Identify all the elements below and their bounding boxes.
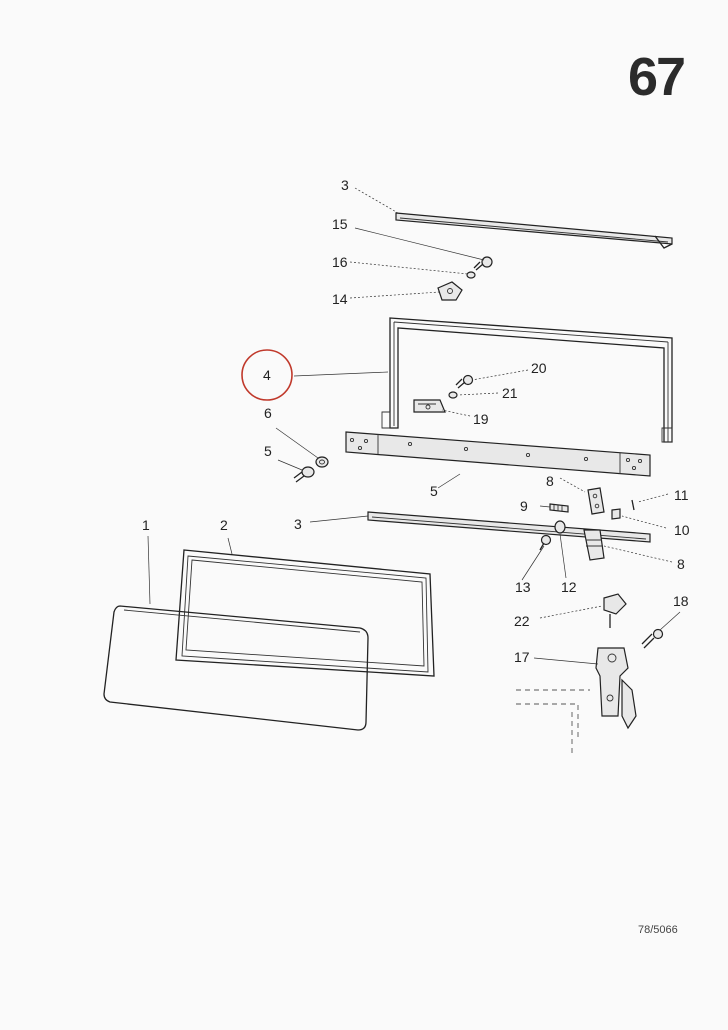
callout-7: 6 [264, 405, 272, 421]
part-1-panel [103, 605, 369, 731]
part-13-bushing [554, 520, 566, 534]
part-16-screw [473, 256, 493, 271]
part-15-bracket [437, 281, 463, 301]
part-4-frame [381, 317, 673, 443]
part-6-screw [293, 466, 315, 483]
callout-21: 20 [531, 360, 547, 376]
page-number: 67 [628, 47, 686, 107]
callout-8: 8 [677, 556, 685, 572]
callout-13: 12 [561, 579, 577, 595]
part-9-hinge-plate [587, 487, 605, 515]
part-21-screw [455, 374, 474, 389]
leader-2 [227, 537, 233, 555]
callout-3-lower: 3 [294, 516, 302, 532]
part-22-washer [448, 391, 458, 399]
leader-3-lower [309, 515, 369, 523]
part-3-top-trim-strip [395, 212, 673, 249]
leader-19 [659, 611, 681, 631]
callout-5: 5 [430, 483, 438, 499]
part-19-screw [641, 628, 664, 649]
leader-4 [293, 371, 389, 377]
part-11-clip [611, 508, 621, 520]
callout-4-highlight-circle [241, 349, 293, 401]
callout-1: 1 [142, 517, 150, 533]
leader-1 [147, 535, 151, 605]
mounting-outline-dashed [516, 689, 590, 756]
callout-12: 11 [674, 487, 689, 503]
part-23-striker [603, 593, 627, 628]
leader-3-top [354, 187, 399, 214]
callout-2: 2 [220, 517, 228, 533]
leader-8 [603, 545, 673, 563]
leader-17 [349, 261, 469, 275]
part-12-split-pin [631, 499, 635, 511]
leader-7 [275, 427, 319, 459]
part-17-washer [466, 271, 476, 279]
part-3-lower-trim-strip [367, 511, 651, 543]
leader-12 [637, 493, 669, 503]
leader-16 [354, 227, 485, 261]
leader-23 [539, 605, 603, 619]
callout-15: 14 [332, 291, 348, 307]
leader-15 [349, 291, 441, 299]
leader-9 [559, 477, 586, 493]
callout-14: 13 [515, 579, 531, 595]
callout-18: 17 [514, 649, 530, 665]
part-14-screw [539, 534, 552, 551]
leader-5 [437, 473, 461, 489]
leader-18 [533, 657, 599, 665]
drawing-reference: 78/5066 [638, 924, 678, 936]
callout-11: 10 [674, 522, 690, 538]
callout-9: 8 [546, 473, 554, 489]
leader-14 [521, 545, 545, 581]
callout-4: 4 [263, 367, 271, 383]
callout-19: 18 [673, 593, 689, 609]
leader-21 [471, 369, 529, 381]
leader-20 [441, 409, 471, 417]
callout-22: 21 [502, 385, 518, 401]
callout-20: 19 [473, 411, 489, 427]
part-7-grommet [315, 456, 329, 468]
callout-23: 22 [514, 613, 530, 629]
callout-16: 15 [332, 216, 348, 232]
callout-3-top: 3 [341, 177, 349, 193]
part-18-latch [595, 647, 637, 730]
callout-6: 5 [264, 443, 272, 459]
callout-10: 9 [520, 498, 528, 514]
part-10-hinge-pin [549, 503, 569, 513]
leader-22 [457, 392, 499, 396]
part-8-hinge-leaf [583, 529, 605, 561]
part-5-channel-bar [345, 431, 651, 477]
leader-10 [539, 505, 551, 508]
leader-11 [621, 515, 667, 529]
leader-13 [559, 533, 567, 579]
callout-17: 16 [332, 254, 348, 270]
part-20-mounting-block [413, 399, 446, 413]
leader-6 [277, 459, 303, 471]
part-2-seal-frame [175, 549, 435, 677]
